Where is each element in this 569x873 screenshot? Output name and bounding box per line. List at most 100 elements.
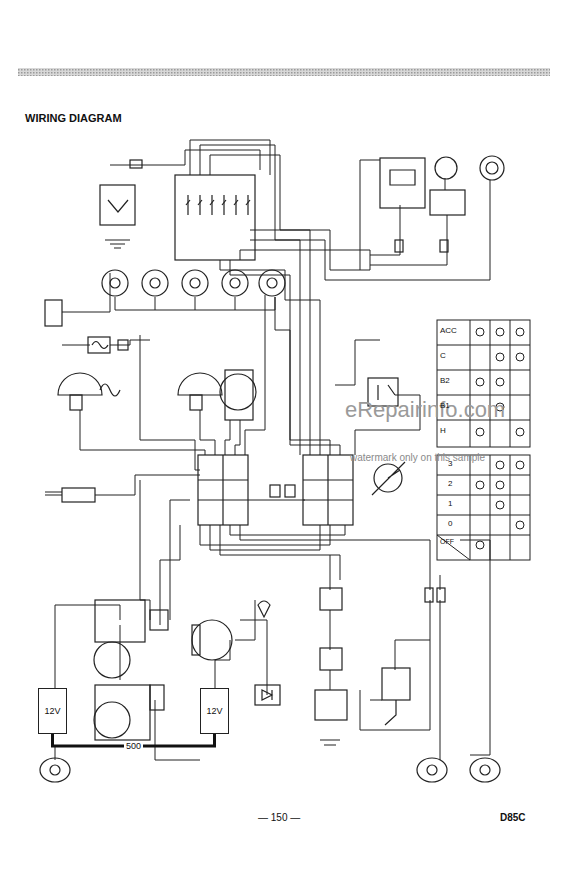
right-lamps	[380, 156, 504, 252]
connector-blocks-part	[198, 455, 248, 525]
wires-part	[110, 340, 150, 345]
diode-relays	[255, 588, 445, 745]
diode-relays-part	[320, 740, 340, 745]
table-cell: 0	[448, 520, 452, 529]
wires-part	[248, 500, 305, 501]
diode-relays-part	[370, 700, 396, 725]
wires-part	[360, 160, 380, 270]
gauges-part	[100, 384, 120, 396]
wires-part	[330, 670, 331, 690]
wires-part	[460, 540, 490, 755]
battery-box: 12V	[200, 688, 229, 734]
fuse-block-part	[188, 195, 248, 215]
wires-part	[330, 555, 331, 590]
wires-part	[230, 260, 330, 455]
right-lamps-part	[480, 156, 504, 180]
alternator-starter-part	[150, 685, 164, 710]
wires-part	[200, 410, 215, 455]
resistor-symbol-part	[118, 340, 128, 350]
wires-part	[240, 525, 430, 575]
wires-part	[195, 297, 196, 310]
wires-part	[240, 250, 370, 270]
wires-part	[120, 625, 121, 680]
gauges	[58, 370, 256, 420]
indicator-lamps-part	[102, 270, 128, 296]
wires	[55, 140, 490, 760]
wires-part	[210, 525, 320, 550]
connector-blocks-part	[303, 455, 353, 525]
right-lamps-part	[395, 240, 403, 252]
indicator-lamps-part	[110, 278, 120, 288]
right-lamps-part	[486, 162, 498, 174]
resistor-symbol	[88, 337, 128, 353]
resistor-symbol-part	[88, 337, 110, 353]
gauges-part	[58, 373, 102, 395]
gauges-part	[70, 395, 82, 410]
wires-part	[155, 700, 200, 760]
indicator-lamps	[45, 270, 285, 326]
wires-part	[440, 600, 441, 760]
alternator-starter-part	[150, 610, 168, 630]
head-lamps-part	[417, 758, 447, 782]
right-lamps-part	[440, 240, 448, 252]
alternator-starter-part	[258, 601, 270, 617]
wires-part	[155, 297, 156, 310]
wires-part	[110, 150, 260, 170]
wires-part	[235, 420, 240, 455]
fuse-block	[175, 175, 255, 260]
table-cell: 1	[448, 500, 452, 509]
table-cell: B1	[440, 402, 450, 411]
tables	[437, 320, 530, 560]
indicator-lamps-part	[182, 270, 208, 296]
wires-part	[250, 240, 370, 280]
right-lamps-part	[380, 158, 425, 208]
wires-part	[395, 640, 430, 670]
connector-blocks-part	[270, 485, 280, 497]
model-code: D85C	[500, 812, 526, 823]
diagram-title: WIRING DIAGRAM	[25, 112, 122, 124]
alternator-starter-part	[94, 642, 130, 678]
gauges-part	[178, 373, 222, 395]
head-lamps-part	[470, 758, 500, 782]
tables-part	[496, 481, 504, 489]
alternator-starter-part	[94, 702, 130, 738]
connector-blocks-part	[62, 488, 95, 502]
diode-relays-part	[320, 588, 342, 610]
wires-part	[360, 600, 430, 730]
gauges-part	[225, 370, 253, 420]
wires-part	[250, 230, 370, 270]
wires-part	[95, 475, 200, 495]
wires-part	[220, 260, 320, 455]
connector-blocks	[45, 455, 353, 525]
fuse-block-part	[175, 175, 255, 260]
relay-and-switch	[368, 378, 405, 495]
table-cell: C	[440, 352, 446, 361]
wires-part	[215, 640, 230, 690]
alternator-starter-part	[95, 685, 150, 740]
tables-part	[516, 428, 524, 436]
wires-part	[55, 605, 120, 690]
right-lamps-part	[430, 190, 465, 215]
wires-part	[170, 500, 190, 620]
connector-blocks-part	[285, 485, 295, 497]
diode-relays-part	[315, 690, 347, 720]
watermark: eRepairinfo.com	[345, 398, 505, 422]
gauges-part	[190, 395, 202, 410]
table-cell: B2	[440, 377, 450, 386]
indicator-lamps-part	[142, 270, 168, 296]
indicator-lamps-part	[190, 278, 200, 288]
tables-part	[476, 481, 484, 489]
indicator-lamps-part	[267, 278, 277, 288]
wires-part	[235, 297, 236, 310]
head-lamps	[40, 758, 500, 782]
wire-number: 500	[124, 741, 143, 751]
alternator-starter-part	[192, 625, 200, 655]
tables-part	[496, 501, 504, 509]
wires-part	[445, 178, 446, 190]
node-text: 12V	[206, 706, 222, 716]
relay-box-part	[108, 200, 128, 212]
tables-part	[437, 455, 530, 560]
relay-box-part	[105, 240, 130, 248]
